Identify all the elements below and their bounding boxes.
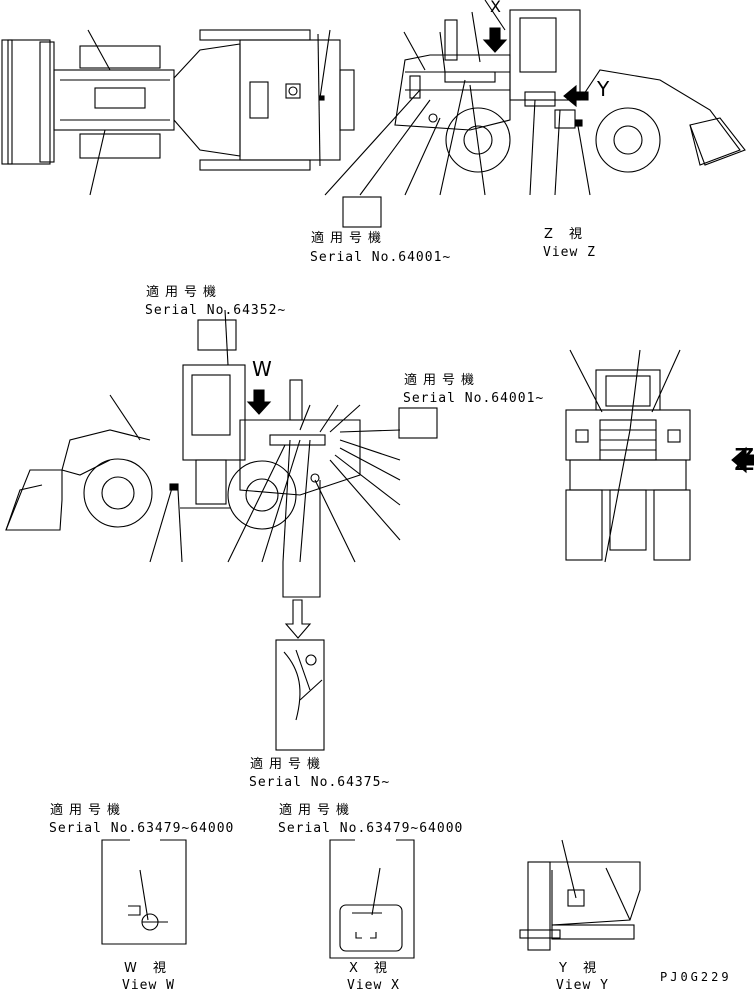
applicable-label: 適用号機 — [250, 757, 327, 772]
serial-label: Serial No.64375~ — [249, 775, 391, 790]
arrow-left-icon — [563, 84, 589, 108]
applicable-label: 適用号機 — [146, 285, 223, 300]
drawing-code: PJ0G229 — [660, 970, 732, 984]
view-x-detail — [329, 839, 415, 959]
arrow-down-w-icon — [246, 389, 272, 415]
front-view — [565, 369, 691, 561]
arrow-down-outline-icon — [284, 599, 312, 639]
arrow-x-label: X — [490, 0, 502, 16]
arrow-z-label: Z — [734, 443, 754, 478]
view-title: View W — [122, 978, 175, 993]
arrow-w-label: W — [252, 357, 273, 381]
side-view-right — [394, 9, 746, 173]
applicable-label: 適用号機 — [404, 373, 481, 388]
view-title: View Y — [556, 978, 609, 993]
view-y-detail — [519, 839, 641, 951]
arrow-down-icon — [482, 27, 508, 53]
applicable-label: 適用号機 — [279, 803, 356, 818]
side-view-left — [5, 364, 361, 531]
serial-label: Serial No.63479~64000 — [278, 821, 464, 836]
view-title-jp: Y 視 — [559, 961, 603, 976]
view-title-jp: Z 視 — [544, 227, 589, 242]
serial-label: Serial No.64001~ — [403, 391, 545, 406]
view-w-detail — [101, 839, 187, 945]
view-title-jp: X 視 — [349, 961, 394, 976]
view-title: View Z — [543, 245, 596, 260]
view-title-jp: W 視 — [124, 961, 172, 976]
arrow-y-label: Y — [597, 77, 611, 101]
serial-label: Serial No.63479~64000 — [49, 821, 235, 836]
applicable-label: 適用号機 — [50, 803, 127, 818]
serial-label: Serial No.64352~ — [145, 303, 287, 318]
serial-label: Serial No.64001~ — [310, 250, 452, 265]
top-plan-view — [1, 29, 355, 171]
applicable-label: 適用号機 — [311, 231, 388, 246]
arrow-left-z-icon — [731, 446, 754, 474]
view-title: View X — [347, 978, 400, 993]
